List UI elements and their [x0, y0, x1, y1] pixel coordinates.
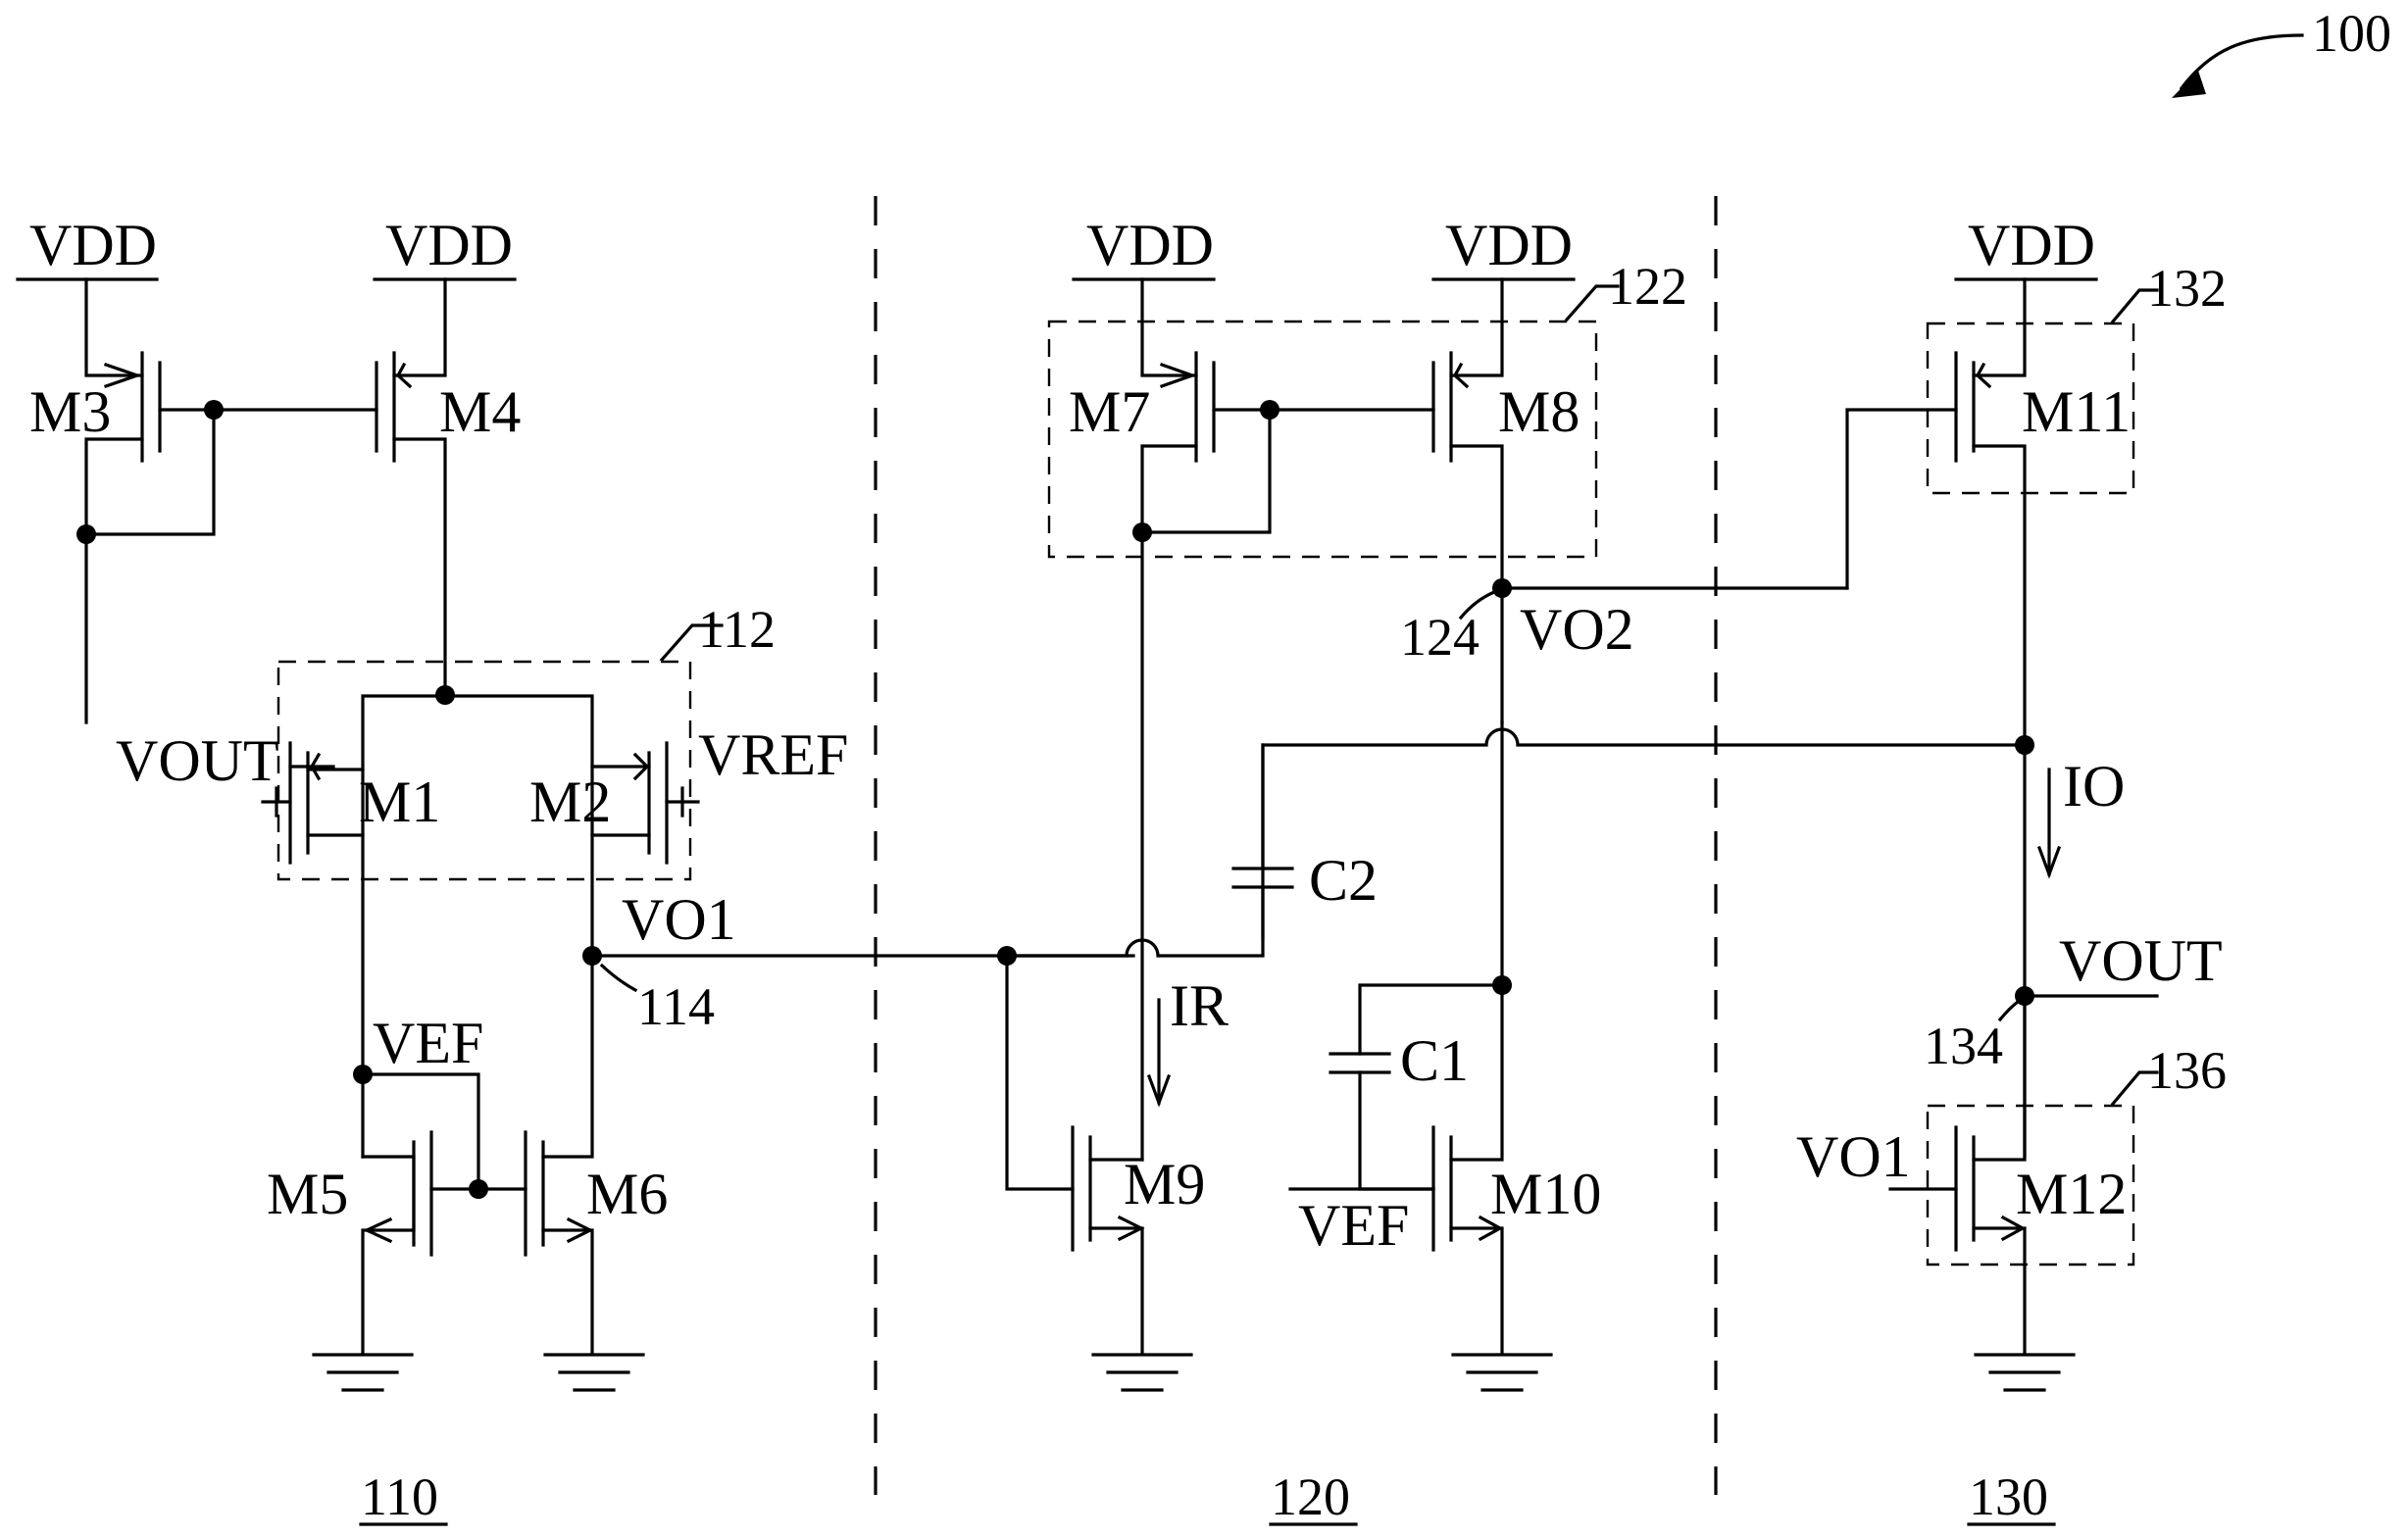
- vef-node-label: VEF: [373, 1011, 483, 1075]
- m6-label: M6: [586, 1162, 668, 1226]
- m5-label: M5: [267, 1162, 348, 1226]
- ref-122: 122: [1608, 257, 1687, 316]
- vout-output-label: VOUT: [2059, 928, 2223, 993]
- figure-ref-label: 100: [2312, 4, 2391, 63]
- m1-label: M1: [359, 770, 440, 834]
- section-110: VDD VDD M3 M4 112: [16, 213, 1135, 1526]
- m4-label: M4: [439, 379, 521, 444]
- vdd-label-m3: VDD: [29, 213, 157, 277]
- box-136: [1926, 1104, 2135, 1266]
- transistor-m10: [1288, 983, 1504, 1355]
- vdd-label-m11: VDD: [1968, 213, 2095, 277]
- capacitor-c2: [1005, 743, 1294, 958]
- m11-label: M11: [2022, 379, 2131, 444]
- c1-label: C1: [1400, 1028, 1469, 1093]
- m9-label: M9: [1124, 1152, 1205, 1216]
- ref-110: 110: [361, 1467, 438, 1526]
- transistor-m5: [361, 1130, 527, 1355]
- m7-label: M7: [1069, 379, 1150, 444]
- transistor-m1: [261, 741, 365, 1159]
- ground-m9: [1091, 1353, 1193, 1392]
- vdd-label-m4: VDD: [385, 213, 513, 277]
- vo1-input-label: VO1: [1796, 1124, 1911, 1189]
- ref-124: 124: [1400, 608, 1480, 667]
- vdd-label-m7: VDD: [1086, 213, 1214, 277]
- transistor-m11: [1845, 277, 2027, 1159]
- transistor-m6: [524, 954, 594, 1355]
- m8-label: M8: [1498, 379, 1580, 444]
- vref-label: VREF: [698, 722, 848, 787]
- c2-label: C2: [1309, 848, 1378, 913]
- transistor-m8: [1431, 277, 1504, 724]
- vo2-label: VO2: [1520, 597, 1634, 662]
- ground-m10: [1451, 1353, 1553, 1392]
- figure-reference: 100: [2172, 4, 2391, 98]
- vout-input-label: VOUT: [116, 728, 279, 793]
- io-label: IO: [2063, 754, 2125, 819]
- ground-m6: [543, 1353, 645, 1392]
- m12-label: M12: [2016, 1162, 2127, 1226]
- ground-m5: [312, 1353, 414, 1392]
- ref-134: 134: [1924, 1017, 2003, 1075]
- vef-m10-label: VEF: [1298, 1193, 1409, 1258]
- transistor-m3: [84, 277, 216, 724]
- ref-112: 112: [698, 600, 776, 659]
- transistor-m12: [1888, 994, 2027, 1355]
- box-112: [276, 660, 692, 881]
- node-tail: [435, 685, 455, 705]
- section-120: VDD VDD 122 M7 M8 VO2: [997, 213, 2034, 1526]
- section-130: VDD 132 M11 IO VOUT 134 136: [1796, 213, 2227, 1526]
- m3-label: M3: [29, 379, 111, 444]
- transistor-m4: [375, 277, 447, 695]
- vdd-label-m8: VDD: [1445, 213, 1573, 277]
- box-122: [1047, 320, 1598, 559]
- node-m5-m6-gate: [469, 1179, 488, 1199]
- box-132: [1926, 322, 2135, 495]
- ground-m12: [1974, 1353, 2076, 1392]
- m10-label: M10: [1490, 1162, 1601, 1226]
- m2-label: M2: [529, 770, 611, 834]
- transistor-m7: [1140, 277, 1272, 1162]
- ref-136: 136: [2147, 1041, 2227, 1100]
- vo1-label: VO1: [622, 887, 736, 952]
- ref-130: 130: [1969, 1467, 2048, 1526]
- ir-label: IR: [1170, 973, 1229, 1038]
- node-m3-drain: [76, 524, 96, 544]
- ref-132: 132: [2147, 259, 2227, 318]
- node-m7-drain: [1132, 522, 1152, 542]
- transistor-m9: [1005, 954, 1145, 1355]
- transistor-m2: [590, 741, 700, 958]
- ref-114: 114: [637, 977, 715, 1036]
- ref-120: 120: [1271, 1467, 1350, 1526]
